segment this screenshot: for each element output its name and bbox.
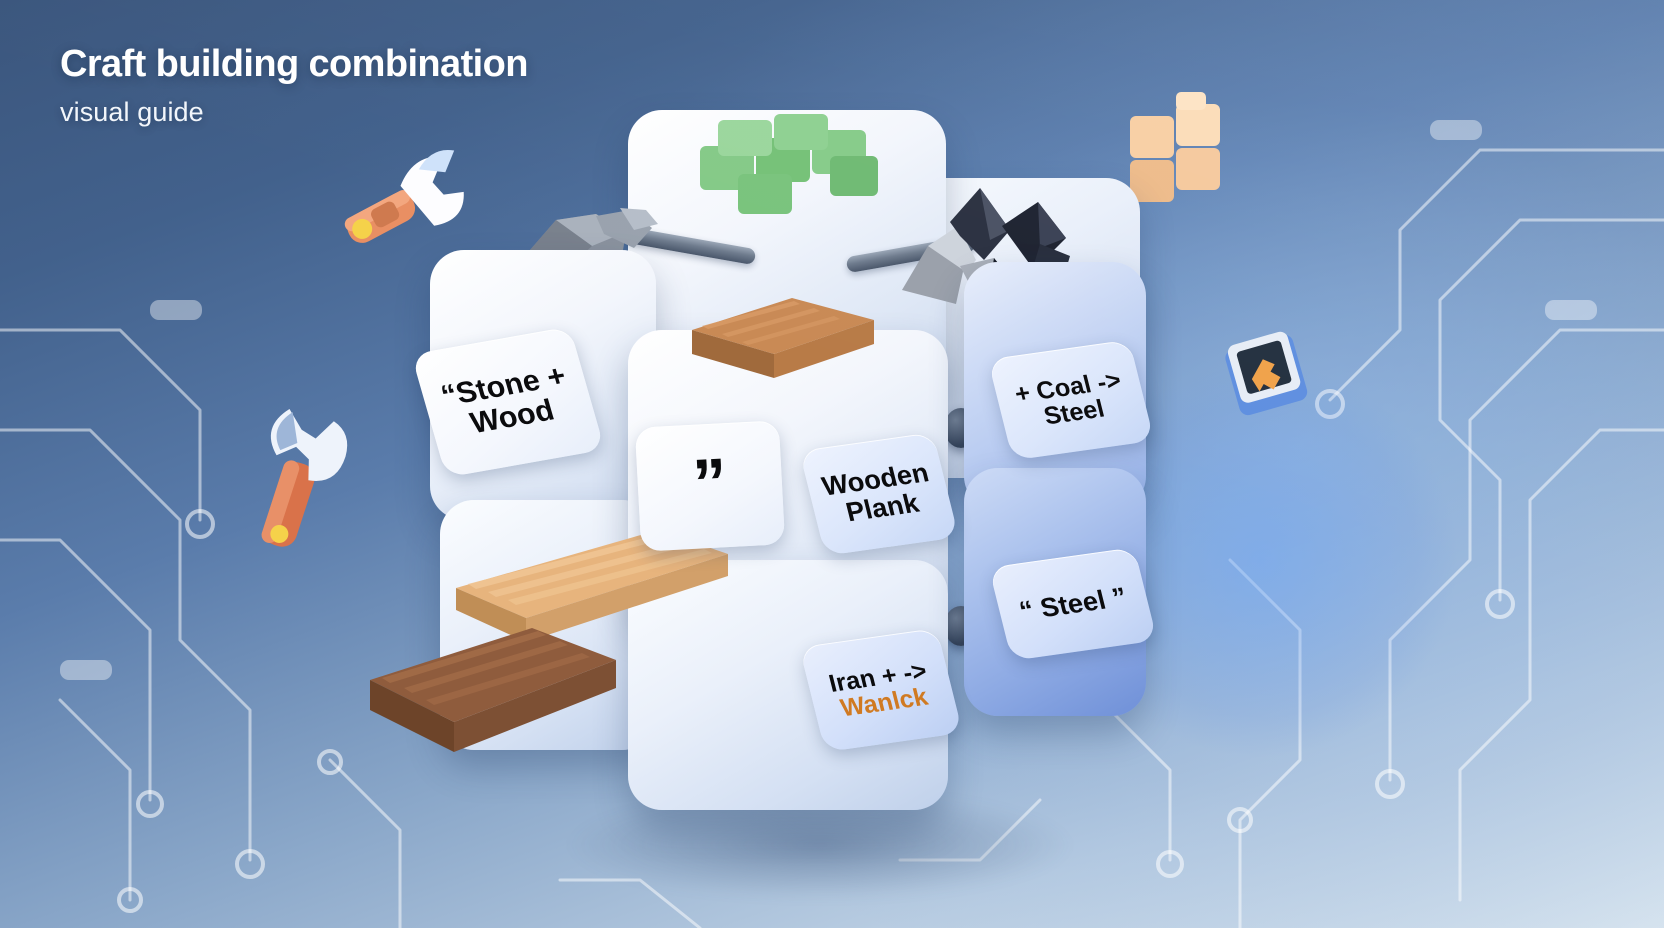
cube-face-label-coal-steel[interactable]: + Coal -> Steel (987, 339, 1155, 461)
page-title: Craft building combination (60, 43, 528, 85)
headline-block: Craft building combination visual guide (60, 43, 680, 127)
wrench-icon (320, 132, 470, 267)
wooden-plank-stack-top (682, 282, 882, 392)
label-line-1: ” (690, 443, 729, 522)
cube-face-label-iran-wanlck[interactable]: Iran + -> Wanlck (799, 627, 963, 753)
page-subtitle: visual guide (60, 96, 204, 127)
wooden-plank-stack-tan (452, 510, 732, 670)
label-line-1: “ Steel ” (1016, 581, 1130, 626)
grass-block-cluster (690, 112, 890, 222)
cube-face-label-steel[interactable]: “ Steel ” (988, 547, 1158, 661)
cube-face-label-quote-mark[interactable]: ” (634, 420, 786, 552)
cube-face-label-wooden-plank[interactable]: Wooden Plank (799, 432, 959, 556)
wrench-icon (230, 392, 375, 557)
pickaxe-keycap-icon (1222, 322, 1318, 432)
voxel-cube-cluster-icon (1122, 86, 1242, 206)
wooden-plank-stack-brown (364, 612, 624, 772)
